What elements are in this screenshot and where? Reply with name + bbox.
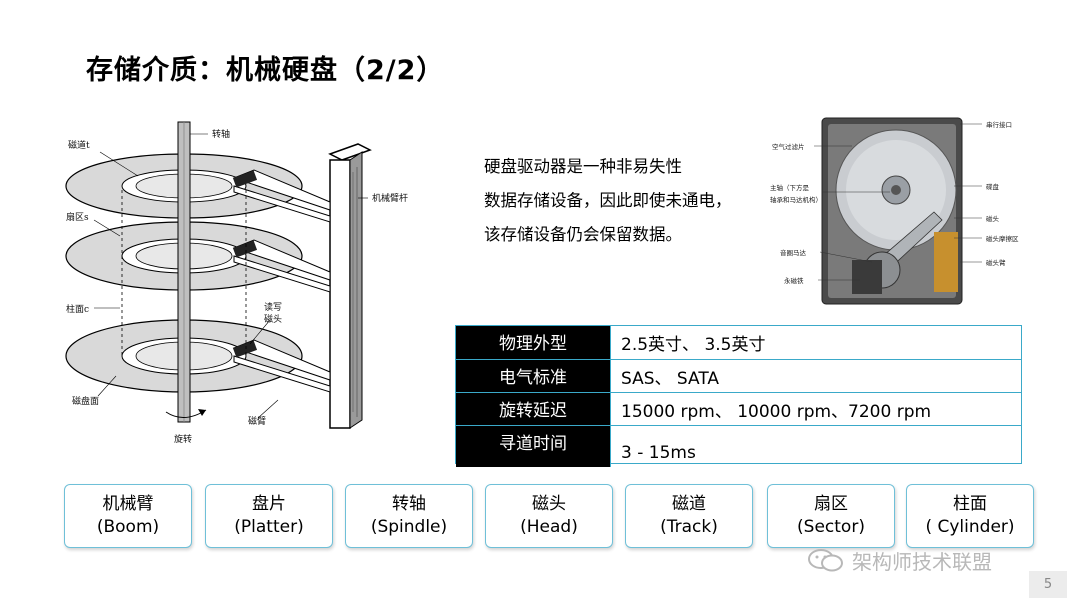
description-line: 硬盘驱动器是一种非易失性: [484, 157, 682, 176]
term-en: ( Cylinder): [925, 517, 1015, 537]
spec-value: 15000 rpm、 10000 rpm、7200 rpm: [621, 401, 932, 422]
term-cn: 磁头: [532, 494, 566, 514]
term-en: (Spindle): [370, 517, 448, 537]
term-spindle: 转轴 (Spindle): [345, 484, 473, 548]
term-boom: 机械臂 (Boom): [64, 484, 192, 548]
spec-key: 旋转延迟: [456, 393, 611, 425]
term-track: 磁道 (Track): [625, 484, 753, 548]
term-head: 磁头 (Head): [485, 484, 613, 548]
watermark-text: 架构师技术联盟: [852, 549, 992, 574]
term-en: (Platter): [234, 517, 304, 537]
hard-disk-photo: 串行接口 空气过滤片 主轴（下方是 轴承和马达机构） 碟盘 磁头 磁头摩擦区 音…: [764, 112, 1044, 310]
label-track: 磁道t: [68, 139, 90, 151]
term-platter: 盘片 (Platter): [205, 484, 333, 548]
spec-key: 电气标准: [456, 360, 611, 392]
term-cn: 机械臂: [102, 494, 154, 514]
spec-value: SAS、 SATA: [621, 368, 720, 389]
spec-row: 旋转延迟 15000 rpm、 10000 rpm、7200 rpm: [456, 392, 1021, 425]
term-cn: 扇区: [814, 494, 848, 514]
term-cn: 磁道: [672, 494, 706, 514]
spec-row: 电气标准 SAS、 SATA: [456, 359, 1021, 392]
description: 硬盘驱动器是一种非易失性 数据存储设备，因此即使未通电， 该存储设备仍会保留数据…: [484, 150, 794, 252]
description-line: 该存储设备仍会保留数据。: [484, 225, 682, 244]
term-en: (Track): [660, 517, 718, 537]
label-cylinder: 柱面c: [66, 303, 89, 315]
label-head-line1: 读写: [264, 301, 282, 313]
term-en: (Head): [520, 517, 578, 537]
label-head: 磁头: [986, 214, 1000, 223]
hard-disk-schematic: 磁道t 转轴 机械臂杆 扇区s 柱面c 读写 磁头 磁盘面 旋转 磁臂: [58, 112, 450, 452]
arm-rod: [329, 159, 351, 429]
label-head-arm: 磁头臂: [986, 258, 1006, 267]
wechat-icon: [808, 549, 843, 572]
spec-key: 物理外型: [456, 326, 611, 359]
read-write-head: [232, 340, 258, 358]
label-voice-coil: 音圈马达: [780, 248, 807, 257]
term-list: 机械臂 (Boom) 盘片 (Platter) 转轴 (Spindle) 磁头 …: [64, 484, 1036, 550]
label-serial-port: 串行接口: [986, 120, 1012, 129]
term-en: (Sector): [797, 517, 865, 537]
description-line: 数据存储设备，因此即使未通电，: [484, 191, 732, 210]
label-spindle-line1: 主轴（下方是: [770, 183, 810, 192]
term-cn: 盘片: [252, 494, 286, 514]
label-arm: 磁臂: [248, 415, 266, 427]
label-head-actuator: 磁头摩擦区: [986, 234, 1019, 243]
spec-value: 3 - 15ms: [621, 443, 696, 463]
photo-svg: 串行接口 空气过滤片 主轴（下方是 轴承和马达机构） 碟盘 磁头 磁头摩擦区 音…: [770, 117, 1019, 305]
page-title: 存储介质：机械硬盘（2/2）: [86, 55, 445, 86]
label-magnet: 永磁铁: [784, 276, 804, 285]
spec-row: 寻道时间 3 - 15ms: [456, 425, 1021, 467]
label-rotation: 旋转: [174, 433, 192, 445]
label-head-line2: 磁头: [264, 313, 282, 325]
spec-value: 2.5英寸、 3.5英寸: [621, 335, 766, 355]
label-arm-rod: 机械臂杆: [372, 192, 408, 204]
term-cylinder: 柱面 ( Cylinder): [906, 484, 1034, 548]
spec-table: 物理外型 2.5英寸、 3.5英寸 电气标准 SAS、 SATA 旋转延迟 15…: [455, 325, 1022, 467]
spec-key: 寻道时间: [456, 426, 611, 467]
label-surface: 磁盘面: [72, 395, 99, 407]
term-cn: 柱面: [953, 494, 987, 514]
label-air-filter: 空气过滤片: [772, 142, 805, 151]
spec-row: 物理外型 2.5英寸、 3.5英寸: [456, 326, 1021, 359]
label-spindle-line2: 轴承和马达机构）: [770, 195, 822, 204]
page-number: 5: [1029, 571, 1067, 598]
label-platter: 碟盘: [986, 182, 1000, 191]
term-sector: 扇区 (Sector): [767, 484, 895, 548]
term-en: (Boom): [96, 517, 160, 537]
schematic-svg: 磁道t 转轴 机械臂杆 扇区s 柱面c 读写 磁头 磁盘面 旋转 磁臂: [65, 121, 408, 445]
label-spindle: 转轴: [212, 128, 230, 140]
watermark: 架构师技术联盟: [806, 545, 992, 575]
label-sector: 扇区s: [66, 211, 89, 223]
term-cn: 转轴: [392, 494, 426, 514]
